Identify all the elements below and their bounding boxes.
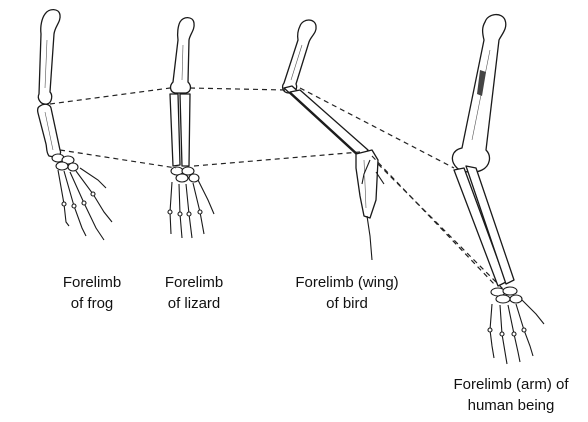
caption-bird: Forelimb (wing) of bird [282,272,412,314]
caption-bird-line2: of bird [282,293,412,314]
bird-forelimb [283,20,384,260]
lizard-wrist [171,167,199,182]
lizard-forelimb [168,18,214,238]
caption-lizard-line1: Forelimb [152,272,236,293]
bird-ulna [290,90,368,158]
frog-forelimb [38,10,112,240]
frog-wrist [52,154,78,171]
caption-human: Forelimb (arm) of human being [438,374,584,416]
caption-frog: Forelimb of frog [50,272,134,314]
lizard-digits [168,180,214,238]
frog-humerus [38,10,60,104]
elbow-link-bird-human [300,88,454,168]
caption-human-line1: Forelimb (arm) of [438,374,584,395]
human-wrist [491,287,522,303]
wrist-link-lizard-bird [194,152,360,166]
bird-carpometacarpus [356,150,378,218]
caption-human-line2: human being [438,395,584,416]
lizard-humerus [171,18,195,93]
lizard-radius [170,94,180,166]
frog-digits [58,168,112,240]
caption-lizard-line2: of lizard [152,293,236,314]
caption-lizard: Forelimb of lizard [152,272,236,314]
homology-dashed-lines [50,88,504,290]
lizard-ulna [180,94,190,166]
bird-humerus [283,20,316,93]
human-forelimb [452,15,544,364]
elbow-link-frog-lizard [50,88,170,104]
caption-frog-line2: of frog [50,293,134,314]
caption-frog-line1: Forelimb [50,272,134,293]
elbow-link-lizard-bird [190,88,286,90]
human-digits [488,300,544,364]
caption-bird-line1: Forelimb (wing) [282,272,412,293]
